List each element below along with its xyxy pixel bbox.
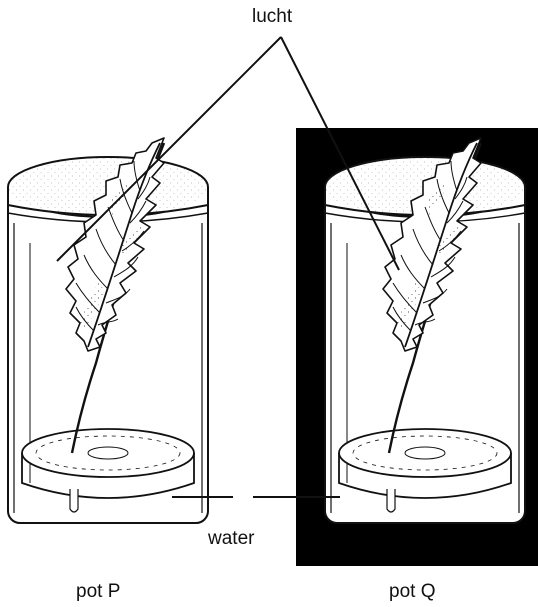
pot-q-label: pot Q [389,581,435,603]
pot-p-illustration [8,138,208,523]
water-label: water [208,528,254,550]
top-label: lucht [252,6,292,28]
pot-p-label: pot P [76,581,120,603]
pot-q-illustration [325,138,525,523]
